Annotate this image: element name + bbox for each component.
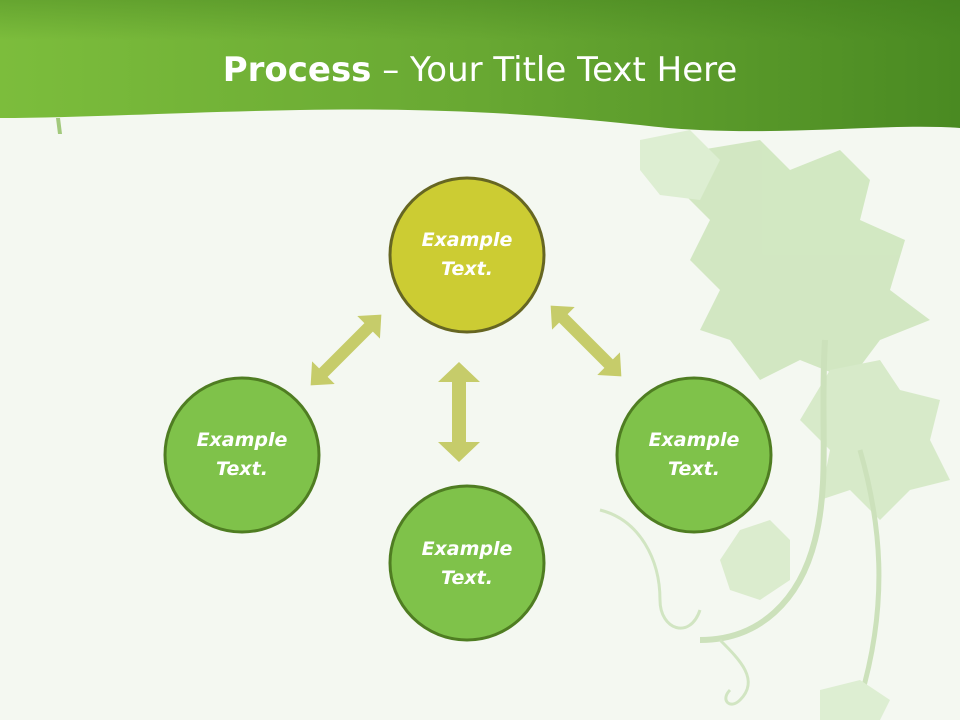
leaf-large <box>680 140 930 380</box>
node-right-label: Example Text. <box>619 426 769 484</box>
slide-title: Process – Your Title Text Here <box>0 50 960 90</box>
leaf-small-2 <box>640 130 720 200</box>
node-bottom-line2: Text. <box>441 567 493 589</box>
vine-stem <box>699 339 828 643</box>
node-top-line2: Text. <box>441 258 493 280</box>
banner-drip <box>56 118 62 134</box>
node-right <box>615 376 773 534</box>
node-bottom-circle <box>388 484 546 642</box>
node-top-circle <box>388 176 546 334</box>
node-top <box>388 176 546 334</box>
slide-title-bold: Process <box>222 50 372 90</box>
node-bottom-label: Example Text. <box>392 535 542 593</box>
node-left-label: Example Text. <box>167 426 317 484</box>
node-bottom-line1: Example <box>421 538 513 560</box>
arrows <box>310 305 622 462</box>
arrow-top-right <box>550 305 622 377</box>
node-left <box>163 376 321 534</box>
arrow-top-left <box>310 314 382 386</box>
node-left-line1: Example <box>196 429 288 451</box>
tendril <box>599 508 702 630</box>
vine-stem-2 <box>857 449 882 701</box>
node-right-line2: Text. <box>668 458 720 480</box>
vine-decoration <box>599 130 950 720</box>
node-left-circle <box>163 376 321 534</box>
header-banner <box>0 0 960 134</box>
node-top-label: Example Text. <box>392 226 542 284</box>
node-top-line1: Example <box>421 229 513 251</box>
leaf-medium <box>800 360 950 520</box>
tendril-2 <box>718 638 750 706</box>
banner-top-shade <box>0 0 960 40</box>
slide-title-rest: – Your Title Text Here <box>371 50 738 90</box>
node-bottom <box>388 484 546 642</box>
node-right-circle <box>615 376 773 534</box>
arrow-top-bottom <box>438 362 480 462</box>
node-right-line1: Example <box>648 429 740 451</box>
leaf-small <box>720 520 790 600</box>
node-left-line2: Text. <box>216 458 268 480</box>
leaf-bottom <box>820 680 890 720</box>
